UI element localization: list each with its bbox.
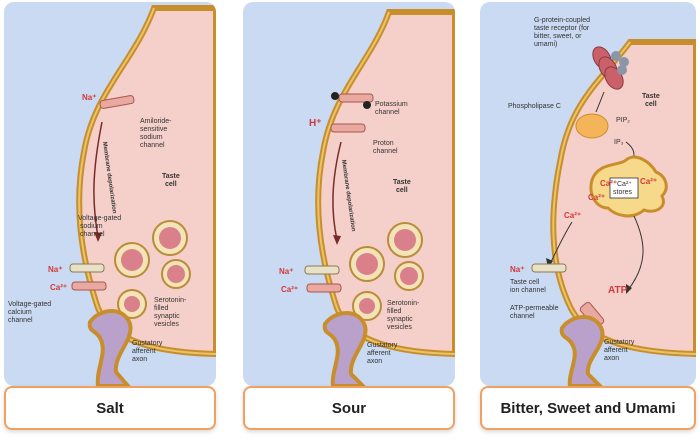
voltage-calcium-label-3: channel xyxy=(8,317,33,324)
caption-salt: Salt xyxy=(4,386,216,430)
serotonin-label-3: synaptic xyxy=(387,316,413,323)
gpcr-label-2: taste receptor (for xyxy=(534,25,590,32)
na-ion-label: Na⁺ xyxy=(82,93,96,102)
bitter-sweet-umami-diagram: G-protein-coupled taste receptor (for bi… xyxy=(480,2,696,386)
ca-stores-label-1: Ca²⁺ xyxy=(617,181,632,188)
voltage-sodium-label-1: Voltage-gated xyxy=(78,215,121,222)
voltage-sodium-label-2: sodium xyxy=(80,223,103,230)
caption-bitter-sweet-umami: Bitter, Sweet and Umami xyxy=(480,386,696,430)
atp-label: ATP xyxy=(608,285,628,296)
gpcr-receptor xyxy=(592,46,629,90)
gustatory-axon xyxy=(559,315,605,386)
gustatory-axon xyxy=(322,311,368,386)
phospholipase-enzyme xyxy=(575,113,609,139)
voltage-calcium-label-2: calcium xyxy=(8,309,32,316)
taste-cell-label-2: cell xyxy=(396,187,408,194)
gpcr-label-4: umami) xyxy=(534,41,557,48)
ion-channel-label-2: ion channel xyxy=(510,287,546,294)
synaptic-vesicles xyxy=(349,222,424,321)
synaptic-vesicles xyxy=(114,220,191,319)
serotonin-label-2: filled xyxy=(387,308,402,315)
proton-label-1: Proton xyxy=(373,140,394,147)
serotonin-label-1: Serotonin- xyxy=(154,297,187,304)
phospholipase-label: Phospholipase C xyxy=(508,103,561,110)
voltage-calcium-label-1: Voltage-gated xyxy=(8,301,51,308)
voltage-calcium-channel xyxy=(306,283,342,293)
salt-diagram: Membrane depolarization Na⁺ Amiloride- s… xyxy=(4,2,216,386)
sour-diagram: Membrane depolarization H⁺ Potassium cha… xyxy=(243,2,455,386)
panel-sour: Membrane depolarization H⁺ Potassium cha… xyxy=(243,2,455,386)
panel-salt: Membrane depolarization Na⁺ Amiloride- s… xyxy=(4,2,216,386)
ca-ion-label: Ca²⁺ xyxy=(281,285,298,294)
taste-cell-label-1: Taste xyxy=(393,179,411,186)
pip2-label: PIP₂ xyxy=(616,117,630,124)
taste-cell-label-2: cell xyxy=(165,181,177,188)
amiloride-label-1: Amiloride- xyxy=(140,118,172,125)
potassium-channel xyxy=(338,93,374,103)
taste-cell-ion-channel xyxy=(531,263,567,273)
gustatory-axon xyxy=(87,309,133,386)
gpcr-label-1: G-protein-coupled xyxy=(534,17,590,24)
proton-label-2: channel xyxy=(373,148,398,155)
serotonin-label-4: vesicles xyxy=(387,324,412,331)
ca-ion-a: Ca²⁺ xyxy=(600,179,617,188)
ca-ion-label: Ca²⁺ xyxy=(50,283,67,292)
panel-bitter-sweet-umami: G-protein-coupled taste receptor (for bi… xyxy=(480,2,696,386)
atp-channel-label-2: channel xyxy=(510,313,535,320)
potassium-ion-right xyxy=(363,101,371,109)
gustatory-label-3: axon xyxy=(132,356,147,363)
proton-channel xyxy=(330,123,366,133)
gustatory-label-2: afferent xyxy=(604,347,628,354)
gustatory-label-3: axon xyxy=(604,355,619,362)
ip3-label: IP₃ xyxy=(614,139,624,146)
amiloride-label-4: channel xyxy=(140,142,165,149)
voltage-sodium-channel xyxy=(69,263,105,273)
voltage-sodium-label-3: channel xyxy=(80,231,105,238)
serotonin-label-3: synaptic xyxy=(154,313,180,320)
potassium-label-2: channel xyxy=(375,109,400,116)
ion-channel-label-1: Taste cell xyxy=(510,279,540,286)
ca-ion-d: Ca²⁺ xyxy=(564,211,581,220)
serotonin-label-4: vesicles xyxy=(154,321,179,328)
atp-channel-label-1: ATP-permeable xyxy=(510,305,559,312)
gustatory-label-3: axon xyxy=(367,358,382,365)
amiloride-label-2: sensitive xyxy=(140,126,167,133)
taste-cell-label-1: Taste xyxy=(162,173,180,180)
na-ion-label-2: Na⁺ xyxy=(48,265,62,274)
serotonin-label-2: filled xyxy=(154,305,169,312)
voltage-sodium-channel xyxy=(304,265,340,275)
gustatory-label-1: Gustatory xyxy=(132,340,163,347)
taste-cell-label-2: cell xyxy=(645,101,657,108)
gpcr-label-3: bitter, sweet, or xyxy=(534,33,582,40)
amiloride-channel xyxy=(99,95,135,109)
na-ion-label: Na⁺ xyxy=(510,265,524,274)
ca-ion-c: Ca²⁺ xyxy=(588,193,605,202)
ca-ion-b: Ca²⁺ xyxy=(640,177,657,186)
h-ion-label: H⁺ xyxy=(309,118,322,129)
gustatory-label-1: Gustatory xyxy=(604,339,635,346)
potassium-label-1: Potassium xyxy=(375,101,408,108)
potassium-ion-left xyxy=(331,92,339,100)
amiloride-label-3: sodium xyxy=(140,134,163,141)
taste-cell-label-1: Taste xyxy=(642,93,660,100)
serotonin-label-1: Serotonin- xyxy=(387,300,420,307)
voltage-calcium-channel xyxy=(71,281,107,291)
caption-sour: Sour xyxy=(243,386,455,430)
ca-stores-label-2: stores xyxy=(613,189,633,196)
gustatory-label-1: Gustatory xyxy=(367,342,398,349)
gustatory-label-2: afferent xyxy=(132,348,156,355)
na-ion-label: Na⁺ xyxy=(279,267,293,276)
gustatory-label-2: afferent xyxy=(367,350,391,357)
